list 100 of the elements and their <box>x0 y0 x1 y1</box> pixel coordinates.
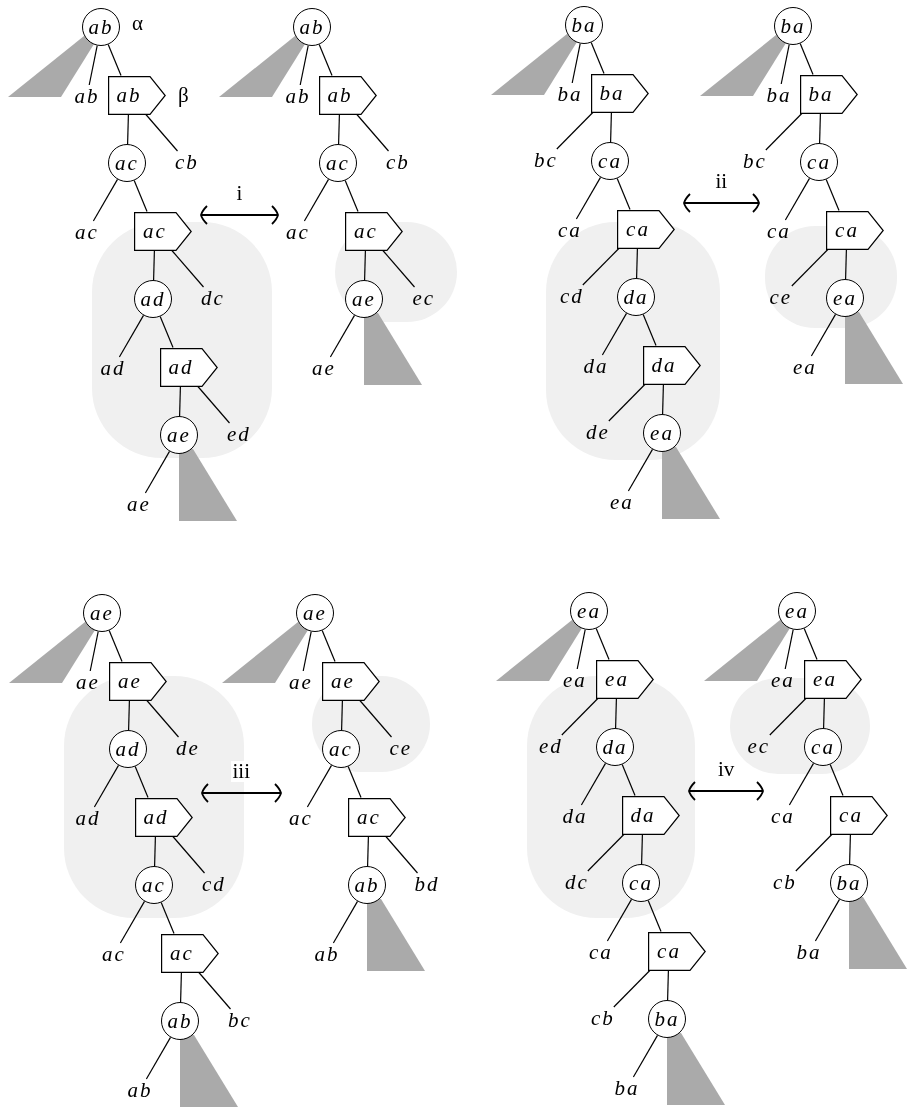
leaf-label: ea <box>610 491 634 513</box>
tree-edge <box>613 969 651 1008</box>
leaf-label: ac <box>102 943 126 965</box>
leaf-label: ac <box>289 807 313 829</box>
tree-edge <box>153 249 155 281</box>
tree-edge <box>356 113 390 152</box>
leaf-label: bc <box>534 149 558 171</box>
tree-edge <box>144 450 171 494</box>
tree-edge <box>359 699 393 738</box>
circle-node: ba <box>830 864 868 902</box>
leaf-label: ba <box>766 84 792 106</box>
tree-edge <box>347 766 362 799</box>
leaf-label: bc <box>743 150 767 172</box>
pentagon-node: ac <box>348 797 406 837</box>
leaf-label: cb <box>591 1007 615 1029</box>
leaf-label: ea <box>563 669 587 691</box>
tree-edge <box>118 314 145 358</box>
tree-edge <box>829 764 844 797</box>
tree-edge <box>89 631 99 672</box>
tree-edge <box>385 835 419 874</box>
greek-letter-label: β <box>178 84 189 106</box>
tree-edge <box>93 764 120 808</box>
tree-edge <box>341 699 343 731</box>
tree-edge <box>318 44 333 77</box>
pentagon-node: ca <box>830 795 888 835</box>
pentagon-node: ac <box>161 933 219 973</box>
leaf-label: cb <box>175 151 199 173</box>
tree-edge <box>788 762 815 806</box>
pentagon-node: ba <box>800 74 858 114</box>
tree-edge <box>303 178 330 222</box>
leaf-label: ed <box>539 735 563 757</box>
tree-edge <box>582 247 620 286</box>
tree-edge <box>780 44 790 85</box>
leaf-label: ae <box>76 671 100 693</box>
circle-node: ac <box>319 144 357 182</box>
tree-edge <box>332 900 359 944</box>
tree-edge <box>364 249 366 281</box>
tree-edge <box>180 971 182 1003</box>
leaf-label: ad <box>75 807 101 829</box>
leaf-label: ae <box>127 493 151 515</box>
circle-node: ac <box>108 144 146 182</box>
tree-edge <box>160 902 175 935</box>
circle-node: ba <box>774 7 812 45</box>
tree-edge <box>299 45 309 86</box>
tree-edge <box>159 316 174 349</box>
tree-edge <box>587 833 625 872</box>
tree-edge <box>849 833 851 865</box>
leaf-label: bc <box>228 1009 252 1031</box>
tree-edge <box>338 113 340 145</box>
tree-edge <box>92 178 119 222</box>
tree-edge <box>198 971 232 1010</box>
tree-edge <box>197 385 231 424</box>
tree-edge <box>128 699 130 731</box>
tree-edge <box>667 969 669 1001</box>
leaf-label: ab <box>74 85 100 107</box>
tree-edge <box>88 45 98 86</box>
leaf-label: ab <box>285 85 311 107</box>
tree-edge <box>641 833 643 865</box>
tree-edge <box>642 314 657 347</box>
leaf-label: de <box>176 737 200 759</box>
tree-edge <box>575 176 602 220</box>
leaf-label: ab <box>127 1079 153 1101</box>
tree-edge <box>107 44 122 77</box>
tree-edge <box>595 628 610 661</box>
leaf-label: ed <box>227 423 251 445</box>
circle-node: ba <box>565 6 603 44</box>
tree-edge <box>145 113 179 152</box>
tree-edge <box>145 1036 172 1080</box>
leaf-label: ba <box>614 1077 640 1099</box>
tree-edge <box>616 178 631 211</box>
leaf-label: ec <box>412 287 436 309</box>
tree-edge <box>382 249 416 288</box>
leaf-label: ec <box>747 735 771 757</box>
tree-edge <box>819 112 821 144</box>
circle-node: ca <box>800 143 838 181</box>
leaf-label: dc <box>201 287 225 309</box>
tree-edge <box>590 42 605 75</box>
tree-edge <box>784 177 811 221</box>
circle-node: ab <box>161 1002 199 1040</box>
tree-edge <box>302 631 312 672</box>
leaf-label: da <box>583 355 609 377</box>
leaf-label: ac <box>75 221 99 243</box>
leaf-label: ea <box>771 669 795 691</box>
circle-node: ae <box>83 594 121 632</box>
tree-edge <box>306 764 333 808</box>
tree-edge <box>606 898 633 942</box>
tree-edge <box>621 764 636 797</box>
tree-edge <box>810 313 837 357</box>
tree-edge <box>791 248 829 287</box>
tree-edge <box>799 43 814 76</box>
pentagon-node: ea <box>596 659 654 699</box>
leaf-label: ca <box>589 941 613 963</box>
pentagon-node: ea <box>804 659 862 699</box>
circle-node: ab <box>293 8 331 46</box>
tree-edge <box>615 697 617 729</box>
leaf-label: da <box>562 805 588 827</box>
pentagon-node: ca <box>617 209 675 249</box>
greek-letter-label: α <box>132 12 143 34</box>
leaf-label: cd <box>202 873 226 895</box>
tree-edge <box>119 900 146 944</box>
